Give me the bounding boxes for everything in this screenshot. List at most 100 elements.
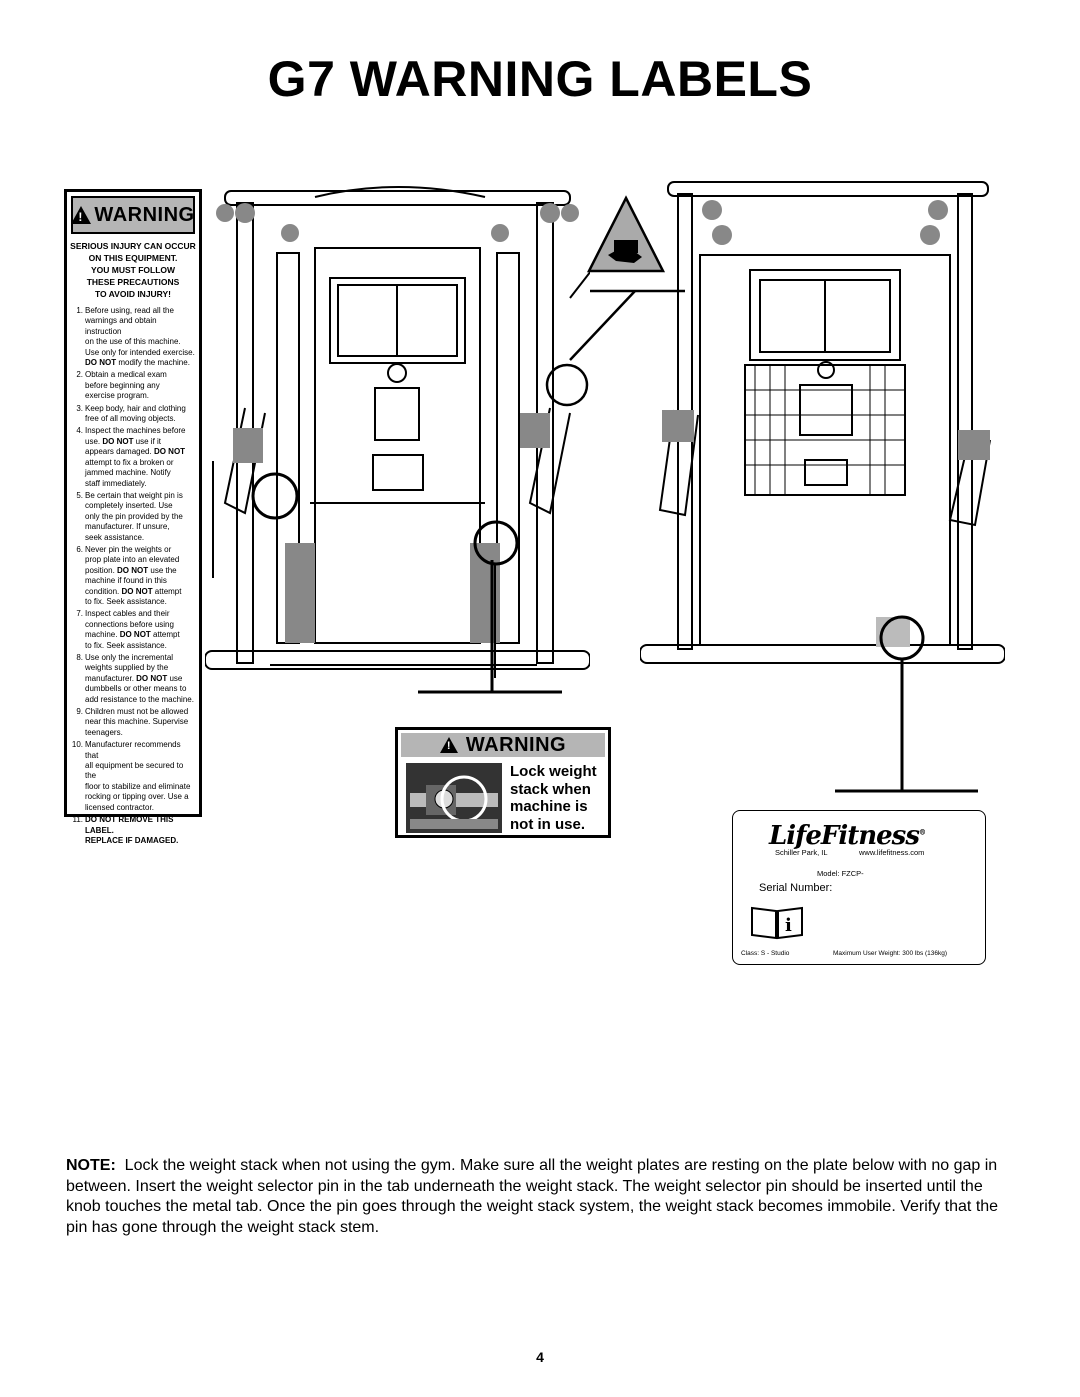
warning-item-line: position. DO NOT use the (85, 565, 177, 575)
lock-text-line: Lock weight (510, 763, 597, 780)
equipment-class: Class: S - Studio (741, 950, 790, 957)
serial-number-label: LifeFitness® Schiller Park, IL www.lifef… (732, 810, 986, 965)
warning-item-line: only the pin provided by the (85, 511, 183, 521)
warning-item-number: 1. (76, 306, 83, 315)
pinch-hazard-icon (586, 195, 666, 273)
warning-item-number: 11. (72, 815, 83, 825)
warning-item-line: Never pin the weights or (85, 544, 172, 554)
warning-label: ! WARNING SERIOUS INJURY CAN OCCUR ON TH… (64, 189, 202, 845)
warning-item-number: 10. (71, 740, 83, 750)
warning-item-line: all equipment be secured to the (85, 761, 184, 781)
warning-item-line: Obtain a medical exam (85, 370, 167, 380)
warning-item-number: 2. (76, 370, 83, 380)
warning-item-line: free of all moving objects. (85, 414, 176, 424)
note-text: Lock the weight stack when not using the… (66, 1157, 999, 1236)
warning-item-line: on the use of this machine. (85, 337, 181, 347)
warning-intro-line: ON THIS EQUIPMENT. (88, 253, 178, 263)
warning-item-number: 6. (76, 544, 83, 554)
lock-warning-header: ! WARNING (401, 733, 605, 757)
warning-item-number: 8. (76, 653, 83, 662)
warning-triangle-icon: ! (71, 206, 92, 224)
warning-item-line: prop plate into an elevated (85, 555, 180, 565)
warning-item-line: completely inserted. Use (85, 501, 173, 511)
lock-text-line: stack when (510, 780, 591, 798)
warning-item-line: machine if found in this (85, 576, 167, 586)
warning-item-line: REPLACE IF DAMAGED. (85, 835, 179, 845)
warning-item-line: manufacturer. If unsure, (85, 522, 170, 532)
warning-header: ! WARNING (71, 196, 195, 234)
lock-text-line: not in use. (510, 815, 585, 833)
warning-item-line: connections before using (85, 619, 174, 629)
warning-item-line: weights supplied by the (85, 663, 169, 673)
trademark: ® (918, 827, 926, 837)
warning-intro-line: TO AVOID INJURY! (94, 289, 172, 299)
warning-item-line: Be certain that weight pin is (85, 490, 183, 500)
warning-item-line: floor to stabilize and eliminate (85, 781, 191, 791)
warning-item-number: 3. (76, 403, 83, 413)
warning-item-line: licensed contractor. (85, 802, 154, 812)
warning-item-line: teenagers. (85, 727, 123, 737)
page-title: G7 WARNING LABELS (267, 51, 813, 107)
warning-item-line: add resistance to the machine. (85, 694, 194, 704)
warning-item-number: 7. (76, 609, 83, 619)
warning-item-text: DO NOT REMOVE THIS LABEL.REPLACE IF DAMA… (85, 815, 195, 846)
serial-number-field: Serial Number: (759, 882, 833, 894)
warning-item-line: machine. DO NOT attempt (85, 630, 180, 640)
warning-item-number: 5. (76, 490, 83, 500)
warning-item-line: before beginning any (85, 380, 160, 390)
leader-lines (545, 289, 685, 407)
manufacturer-website: www.lifefitness.com (859, 848, 925, 857)
warning-item-line: dumbbells or other means to (85, 684, 187, 694)
warning-item-line: attempt to fix a broken or (85, 457, 174, 467)
warning-header-text: WARNING (94, 203, 195, 226)
warning-item-line: rocking or tipping over. Use a (85, 792, 189, 802)
warning-item-line: staff immediately. (85, 478, 147, 488)
warning-intro-line: YOU MUST FOLLOW (90, 265, 176, 275)
svg-text:i: i (785, 915, 792, 936)
book-info-icon: i (751, 906, 803, 940)
warning-item-line: Inspect the machines before (85, 426, 186, 436)
warning-item-line: use. DO NOT use if it (85, 436, 162, 446)
weight-pin-icon (406, 763, 502, 833)
warning-item-line: Before using, read all the (85, 306, 174, 315)
page-number: 4 (536, 1349, 544, 1365)
brand-logo: LifeFitness® (769, 821, 926, 851)
brand-name: LifeFitness (769, 821, 920, 851)
warning-list-item: 11.DO NOT REMOVE THIS LABEL.REPLACE IF D… (71, 815, 195, 846)
lock-weight-label: ! WARNING Lock weight stack when machine… (395, 727, 611, 838)
warning-intro-line: THESE PRECAUTIONS (86, 277, 180, 287)
warning-item-line: exercise program. (85, 391, 150, 401)
note-label: NOTE: (66, 1157, 116, 1174)
lock-text-line: machine is (510, 798, 588, 815)
warning-triangle-icon: ! (439, 737, 458, 753)
warning-item-line: DO NOT REMOVE THIS LABEL. (85, 815, 174, 835)
weight-pin-photo (406, 763, 502, 833)
label-leader-lines (418, 560, 978, 793)
warning-item-line: seek assistance. (85, 532, 145, 542)
warning-item-line: Inspect cables and their (85, 609, 170, 619)
warning-item-line: Use only for intended exercise. (85, 347, 195, 357)
warning-item-line: Manufacturer recommends that (85, 740, 181, 760)
warning-item-line: warnings and obtain instruction (85, 316, 157, 336)
warning-intro: SERIOUS INJURY CAN OCCUR ON THIS EQUIPME… (67, 240, 199, 300)
warning-item-line: condition. DO NOT attempt (85, 586, 182, 596)
